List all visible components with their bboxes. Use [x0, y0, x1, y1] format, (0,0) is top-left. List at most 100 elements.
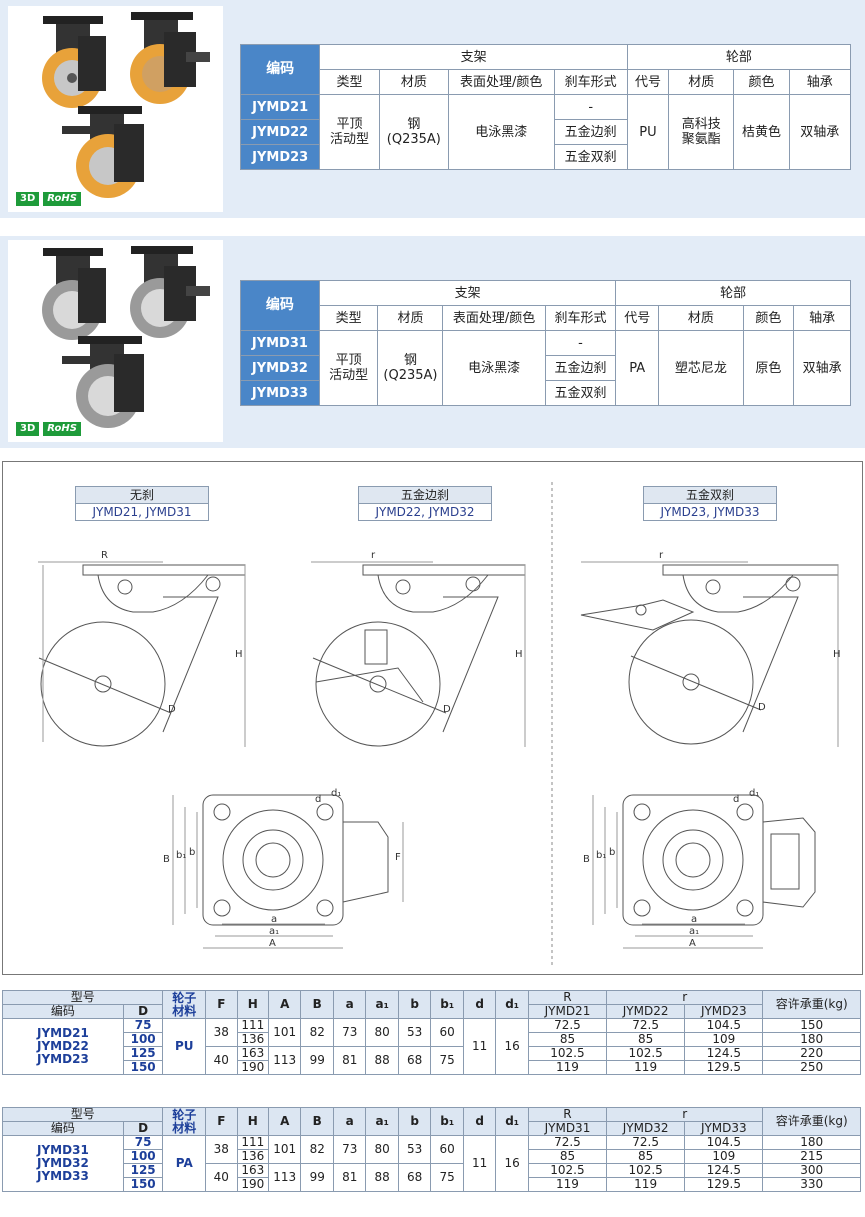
- dim-label: H: [515, 649, 523, 660]
- dim-label: d: [315, 794, 321, 805]
- frame-material-cell: 钢 (Q235A): [378, 94, 449, 170]
- code-cell: JYMD32: [240, 355, 320, 381]
- header-r-col: JYMD23: [684, 1004, 764, 1019]
- D-cell: 100: [122, 1032, 164, 1047]
- R-cell: 85: [527, 1149, 608, 1164]
- H-cell: 111: [236, 1135, 270, 1150]
- b-cell: 68: [397, 1163, 432, 1192]
- product-photo-pa: 3D RoHS: [8, 240, 223, 442]
- dim-label: d: [733, 794, 739, 805]
- a1-cell: 80: [365, 1135, 399, 1164]
- header-load: 容许承重(kg): [762, 1107, 861, 1136]
- header-H: H: [236, 990, 270, 1019]
- code-cell: JYMD21: [239, 94, 321, 120]
- header-R: R: [527, 1107, 608, 1122]
- header-wheel: 轮部: [626, 44, 852, 70]
- H-cell: 190: [236, 1060, 270, 1075]
- load-cell: 250: [762, 1060, 861, 1075]
- header-F: F: [205, 990, 238, 1019]
- subheader: 刹车形式: [553, 69, 628, 95]
- load-cell: 330: [762, 1177, 861, 1192]
- side-view-no-brake: [38, 561, 246, 747]
- b-cell: 53: [397, 1018, 432, 1047]
- brake-cell: 五金边刹: [544, 355, 617, 381]
- dim-label: r: [371, 550, 376, 561]
- r-cell: 104.5: [684, 1018, 764, 1033]
- dim-label: D: [168, 704, 176, 715]
- wheel-material-cell: 塑芯尼龙: [658, 330, 744, 406]
- wheel-material-cell: 高科技 聚氨酯: [668, 94, 735, 170]
- subheader: 轴承: [788, 69, 852, 95]
- D-cell: 75: [122, 1018, 164, 1033]
- F-cell: 38: [205, 1135, 238, 1164]
- header-a: a: [332, 990, 367, 1019]
- subheader: 代号: [626, 69, 670, 95]
- technical-drawing: 无刹 JYMD21, JYMD31 五金边刹 JYMD22, JYMD32 五金…: [2, 461, 863, 975]
- r-cell: 119: [606, 1177, 686, 1192]
- material-cell: PU: [162, 1018, 207, 1075]
- header-H: H: [236, 1107, 270, 1136]
- header-r-col: JYMD22: [606, 1004, 686, 1019]
- badge-3d: 3D: [16, 192, 40, 206]
- header-d: d: [462, 990, 497, 1019]
- a-cell: 73: [332, 1018, 367, 1047]
- caster-drawings: R H D r H D r H D B b₁ b F d d₁ a a₁ A B…: [38, 482, 841, 967]
- codes-cell: JYMD31 JYMD32 JYMD33: [2, 1135, 124, 1192]
- header-b: b: [397, 1107, 432, 1136]
- type-cell: 平顶 活动型: [319, 94, 380, 170]
- dim-label: R: [101, 550, 108, 561]
- variant-label-double-brake: 五金双刹 JYMD23, JYMD33: [643, 486, 777, 521]
- header-r-col: JYMD21: [527, 1004, 608, 1019]
- dim-label: a: [691, 914, 697, 925]
- H-cell: 136: [236, 1149, 270, 1164]
- variant-title: 五金双刹: [644, 487, 776, 504]
- b1-cell: 60: [430, 1135, 464, 1164]
- header-D: D: [122, 1121, 164, 1136]
- variant-codes: JYMD23, JYMD33: [644, 504, 776, 520]
- D-cell: 150: [122, 1060, 164, 1075]
- dim-label: b₁: [596, 850, 606, 861]
- B-cell: 99: [300, 1046, 334, 1075]
- top-view-double-brake: [592, 794, 816, 949]
- variant-codes: JYMD21, JYMD31: [76, 504, 208, 520]
- brake-cell: 五金边刹: [553, 119, 628, 145]
- variant-title: 五金边刹: [359, 487, 491, 504]
- a1-cell: 80: [365, 1018, 399, 1047]
- variant-codes: JYMD22, JYMD32: [359, 504, 491, 520]
- dim-label: b: [609, 847, 615, 858]
- header-frame: 支架: [319, 44, 628, 70]
- header-F: F: [205, 1107, 238, 1136]
- header-A: A: [267, 1107, 302, 1136]
- brake-cell: 五金双刹: [544, 380, 617, 406]
- F-cell: 40: [205, 1163, 238, 1192]
- a-cell: 81: [332, 1046, 367, 1075]
- b1-cell: 60: [430, 1018, 464, 1047]
- b1-cell: 75: [430, 1046, 464, 1075]
- D-cell: 100: [122, 1149, 164, 1164]
- H-cell: 163: [236, 1163, 270, 1178]
- spec-panel-pu: 3D RoHS 编码 支架 轮部 类型 材质 表面处理/颜色 刹车形式 代号 材…: [0, 0, 865, 218]
- B-cell: 82: [300, 1135, 334, 1164]
- R-cell: 119: [527, 1177, 608, 1192]
- wheel-code-cell: PA: [615, 330, 660, 406]
- H-cell: 111: [236, 1018, 270, 1033]
- r-cell: 129.5: [684, 1060, 764, 1075]
- D-cell: 75: [122, 1135, 164, 1150]
- brake-cell: -: [553, 94, 628, 120]
- header-R: R: [527, 990, 608, 1005]
- B-cell: 99: [300, 1163, 334, 1192]
- A-cell: 101: [267, 1018, 302, 1047]
- r-cell: 119: [606, 1060, 686, 1075]
- material-cell: PA: [162, 1135, 207, 1192]
- header-A: A: [267, 990, 302, 1019]
- header-wheel-material: 轮子 材料: [162, 1107, 207, 1136]
- header-d1: d₁: [495, 1107, 529, 1136]
- load-cell: 300: [762, 1163, 861, 1178]
- header-r-col: JYMD32: [606, 1121, 686, 1136]
- r-cell: 109: [684, 1032, 764, 1047]
- code-cell: JYMD31: [240, 330, 320, 356]
- header-code: 编码: [2, 1121, 124, 1136]
- header-d: d: [462, 1107, 497, 1136]
- badge-rohs: RoHS: [43, 422, 81, 436]
